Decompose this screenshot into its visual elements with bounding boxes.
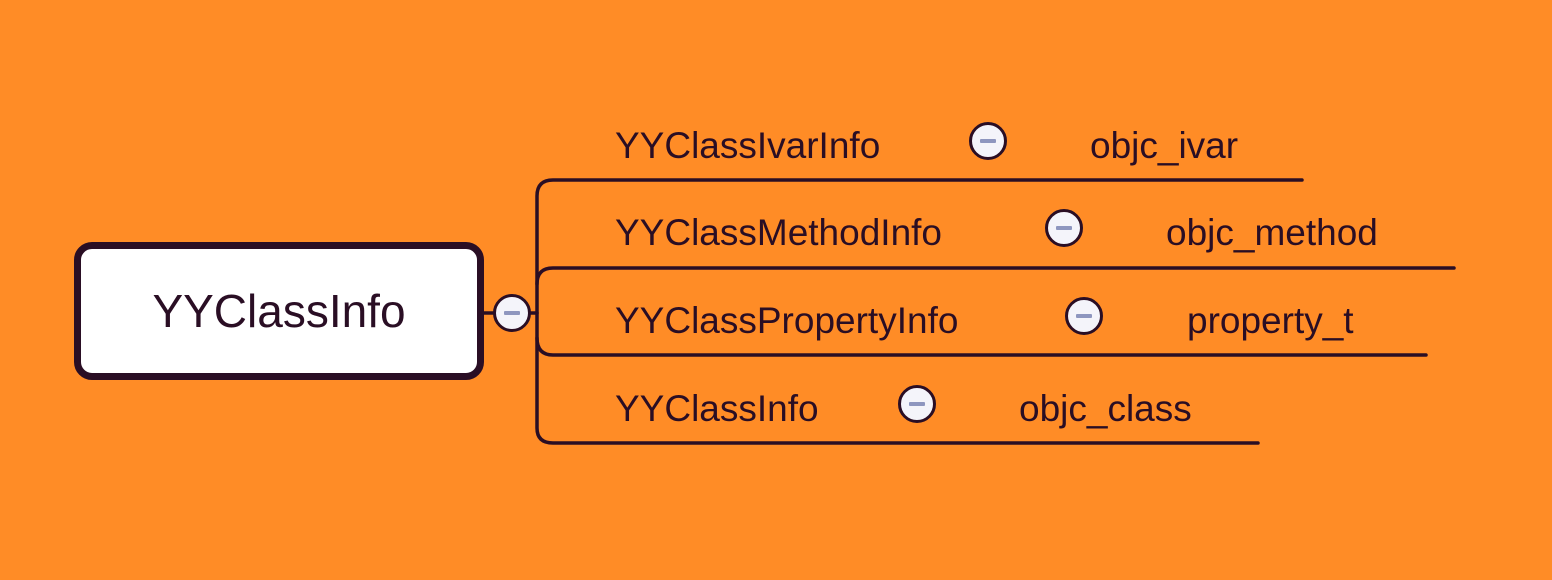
minus-circle-icon — [980, 139, 996, 143]
branch-underline-property — [535, 336, 1428, 357]
child-method-collapse-button[interactable] — [1045, 209, 1083, 247]
child-property-collapse-button[interactable] — [1065, 297, 1103, 335]
sub-node-objc-class-label[interactable]: objc_class — [1019, 388, 1192, 429]
sub-node-property-t-label[interactable]: property_t — [1187, 300, 1354, 341]
child-node-method-label[interactable]: YYClassMethodInfo — [615, 212, 943, 253]
branch-spine — [535, 178, 1304, 445]
sub-node-objc-ivar-label[interactable]: objc_ivar — [1090, 125, 1239, 166]
sub-node-objc-method-label[interactable]: objc_method — [1166, 212, 1378, 253]
child-node-property-label[interactable]: YYClassPropertyInfo — [615, 300, 959, 341]
child-node-ivar-label[interactable]: YYClassIvarInfo — [615, 125, 881, 166]
root-node[interactable]: YYClassInfo — [74, 242, 484, 380]
root-node-label: YYClassInfo — [152, 285, 406, 337]
child-ivar-collapse-button[interactable] — [969, 122, 1007, 160]
minus-circle-icon — [909, 402, 925, 406]
minus-circle-icon — [1076, 314, 1092, 318]
child-node-class-label[interactable]: YYClassInfo — [615, 388, 819, 429]
branch-underline-method — [535, 266, 1456, 286]
minus-circle-icon — [1056, 226, 1072, 230]
child-class-collapse-button[interactable] — [898, 385, 936, 423]
root-collapse-button[interactable] — [493, 294, 531, 332]
minus-circle-icon — [504, 311, 520, 315]
